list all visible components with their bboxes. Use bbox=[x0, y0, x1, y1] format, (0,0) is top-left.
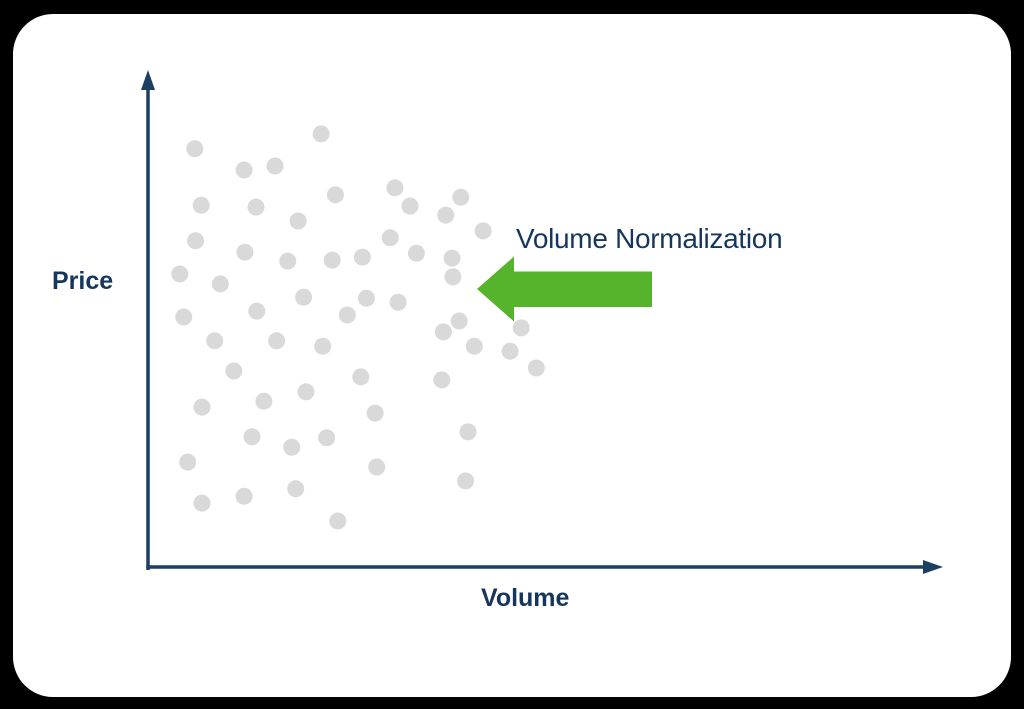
data-point bbox=[295, 288, 313, 306]
data-point bbox=[368, 458, 386, 476]
data-point bbox=[450, 312, 468, 330]
x-axis-label: Volume bbox=[481, 584, 570, 612]
annotation-text: Volume Normalization bbox=[516, 223, 783, 254]
axes-group bbox=[141, 70, 943, 574]
data-point bbox=[444, 268, 462, 286]
left-arrow-icon bbox=[477, 256, 652, 322]
data-point bbox=[225, 362, 243, 380]
data-point bbox=[318, 429, 336, 447]
data-point bbox=[175, 308, 193, 326]
data-point bbox=[352, 368, 370, 386]
data-point bbox=[323, 251, 341, 269]
data-point bbox=[287, 480, 305, 498]
data-point bbox=[326, 186, 344, 204]
data-point bbox=[407, 244, 425, 262]
data-point bbox=[187, 232, 205, 250]
data-point bbox=[338, 306, 356, 324]
data-point bbox=[193, 494, 211, 512]
data-point bbox=[179, 453, 197, 471]
data-point bbox=[386, 179, 404, 197]
data-point bbox=[193, 398, 211, 416]
data-point bbox=[357, 289, 375, 307]
data-point bbox=[248, 302, 266, 320]
data-point bbox=[312, 125, 330, 143]
data-point bbox=[206, 332, 224, 350]
y-axis-arrowhead-icon bbox=[141, 70, 155, 90]
data-point bbox=[329, 512, 347, 530]
data-point bbox=[452, 188, 470, 206]
data-point bbox=[186, 140, 204, 158]
data-point bbox=[266, 157, 284, 175]
data-point bbox=[314, 337, 332, 355]
data-point bbox=[437, 206, 455, 224]
data-point bbox=[457, 472, 475, 490]
data-point bbox=[255, 392, 273, 410]
data-point bbox=[389, 293, 407, 311]
data-point bbox=[283, 438, 301, 456]
data-point bbox=[527, 359, 545, 377]
data-point bbox=[171, 265, 189, 283]
data-point bbox=[211, 275, 229, 293]
data-point bbox=[279, 252, 297, 270]
scatter-points-group bbox=[171, 125, 545, 530]
data-point bbox=[443, 249, 461, 267]
y-axis-label: Price bbox=[52, 267, 114, 295]
data-point bbox=[297, 383, 315, 401]
data-point bbox=[465, 337, 483, 355]
x-axis-arrowhead-icon bbox=[923, 560, 943, 574]
data-point bbox=[235, 487, 253, 505]
data-point bbox=[474, 222, 492, 240]
data-point bbox=[434, 323, 452, 341]
data-point bbox=[366, 404, 384, 422]
data-point bbox=[236, 243, 254, 261]
data-point bbox=[353, 248, 371, 266]
data-point bbox=[401, 197, 419, 215]
data-point bbox=[381, 229, 399, 247]
data-point bbox=[512, 319, 530, 337]
data-point bbox=[459, 423, 477, 441]
data-point bbox=[192, 196, 210, 214]
data-point bbox=[433, 371, 451, 389]
data-point bbox=[235, 161, 253, 179]
data-point bbox=[247, 198, 265, 216]
data-point bbox=[243, 428, 261, 446]
data-point bbox=[501, 342, 519, 360]
data-point bbox=[289, 212, 307, 230]
data-point bbox=[268, 332, 286, 350]
